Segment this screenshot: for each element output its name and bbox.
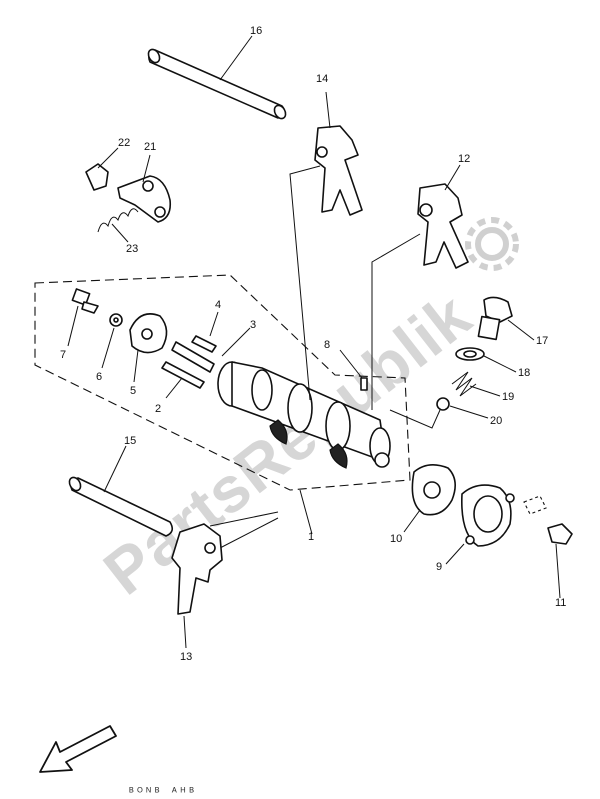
ball-20	[436, 397, 489, 419]
callout-15: 15	[124, 435, 136, 447]
callout-17: 17	[536, 335, 548, 347]
stopper-spring-23	[97, 208, 139, 243]
spring-19	[451, 371, 501, 397]
washer-6	[101, 313, 123, 369]
fork-14-leader	[289, 165, 321, 401]
callout-21: 21	[144, 141, 156, 153]
callout-22: 22	[118, 137, 130, 149]
callout-16: 16	[250, 25, 262, 37]
cover-9	[445, 484, 515, 565]
callout-18: 18	[518, 367, 530, 379]
gear-icon	[465, 217, 519, 271]
fork-12-leader	[371, 233, 421, 410]
segment-plate-5	[129, 313, 168, 383]
front-arrow-icon	[39, 725, 117, 773]
pin-2	[161, 361, 205, 399]
assembly-outline	[34, 274, 411, 491]
pin-4	[191, 311, 219, 353]
callout-5: 5	[130, 385, 136, 397]
pin-3	[171, 327, 251, 373]
gasket-10	[403, 464, 456, 533]
stopper-lever-21	[117, 154, 172, 223]
shift-fork-14	[314, 91, 363, 216]
plug-17	[477, 296, 535, 341]
callout-4: 4	[215, 299, 221, 311]
callout-14: 14	[316, 73, 328, 85]
pin-8	[339, 349, 368, 391]
callout-11: 11	[555, 597, 566, 609]
shift-fork-shaft-top	[147, 35, 287, 120]
callout-6: 6	[96, 371, 102, 383]
callout-9: 9	[436, 561, 442, 573]
callout-10: 10	[390, 533, 402, 545]
callout-2: 2	[155, 403, 161, 415]
bolt-11	[523, 495, 573, 599]
bolt-7	[67, 288, 99, 347]
callout-23: 23	[126, 243, 138, 255]
stopper-bolt-22	[85, 147, 119, 191]
callout-8: 8	[324, 339, 330, 351]
shift-fork-shaft-bottom	[68, 445, 279, 549]
callout-19: 19	[502, 391, 514, 403]
callout-3: 3	[250, 319, 256, 331]
callout-12: 12	[458, 153, 470, 165]
callout-1: 1	[308, 531, 314, 543]
callout-13: 13	[180, 651, 192, 663]
shift-fork-13	[171, 523, 223, 649]
gasket-18	[455, 347, 517, 373]
callout-7: 7	[60, 349, 66, 361]
diagram-code: ᴮᴼᴺᴮ ᴬᴴᴮ	[128, 787, 197, 799]
shift-drum-1	[217, 361, 391, 535]
shift-fork-12	[417, 164, 469, 269]
callout-20: 20	[490, 415, 502, 427]
ball-leader	[389, 409, 441, 429]
